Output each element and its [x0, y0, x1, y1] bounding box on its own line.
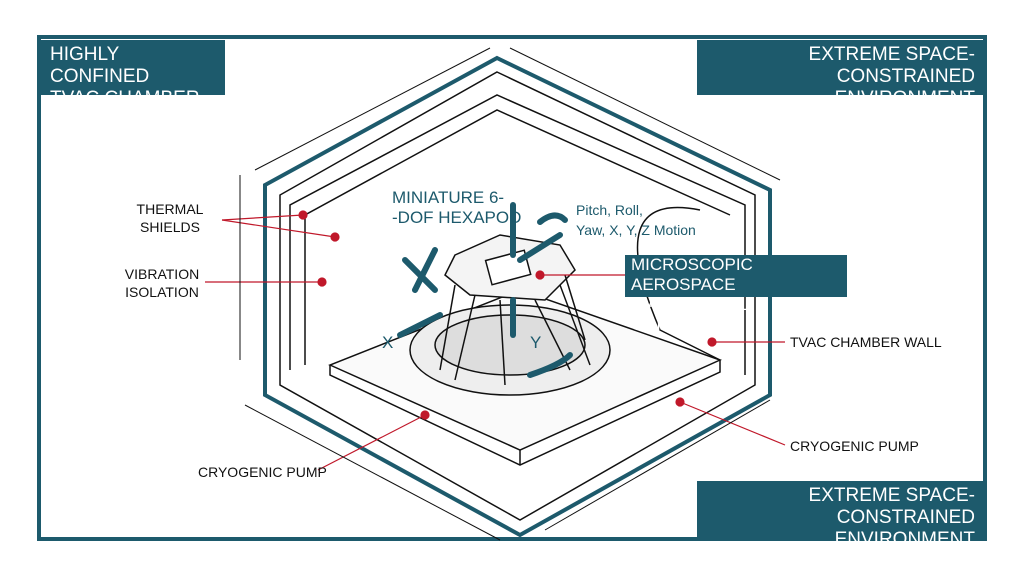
label-line: MINIATURE 6-: [392, 188, 505, 207]
motion-arrows: [397, 202, 573, 378]
label-vibration-isolation: VIBRATION ISOLATION: [112, 265, 212, 301]
axis-x-label: X: [382, 333, 394, 352]
label-cryo-pump-left: CRYOGENIC PUMP: [198, 464, 327, 480]
label-component: MICROSCOPIC AEROSPACE ISAC/OPTICAL COMPO…: [625, 255, 847, 334]
label-line: THERMAL: [136, 201, 204, 217]
label-line: ENVIRONMENT: [834, 88, 975, 109]
label-tvac-wall: TVAC CHAMBER WALL: [790, 334, 942, 350]
dimension-lines: [239, 47, 781, 541]
label-cryo-pump-right: CRYOGENIC PUMP: [790, 438, 919, 454]
label-line: EXTREME SPACE-CONSTRAINED: [808, 44, 975, 87]
label-line: ENVIRONMENT: [834, 529, 975, 550]
label-line: MICROSCOPIC AEROSPACE: [631, 255, 753, 294]
leader-lines: [205, 210, 786, 471]
label-line: HIGHLY CONFINED: [50, 44, 150, 87]
label-space-constrained-bottom: EXTREME SPACE-CONSTRAINED ENVIRONMENT: [697, 481, 985, 550]
label-motion: Pitch, Roll, Yaw, X, Y, Z Motion: [576, 200, 696, 240]
label-thermal-shields: THERMAL SHIELDS: [120, 200, 220, 236]
label-line: Pitch, Roll,: [576, 202, 643, 218]
label-hexapod: MINIATURE 6- -DOF HEXAPOD: [392, 188, 521, 228]
label-line: EXTREME SPACE-CONSTRAINED: [808, 485, 975, 528]
label-line: ISOLATION: [125, 284, 199, 300]
label-line: -DOF HEXAPOD: [392, 208, 522, 227]
label-space-constrained-top: EXTREME SPACE-CONSTRAINED ENVIRONMENT: [697, 40, 985, 109]
label-line: SHIELDS: [140, 219, 200, 235]
axis-y-label: Y: [530, 333, 542, 352]
label-line: ISAC/OPTICAL COMPONENT: [631, 295, 748, 334]
label-line: TVAC CHAMBER: [50, 88, 200, 109]
frame-border: [37, 35, 987, 541]
label-line: VIBRATION: [124, 266, 200, 282]
label-highly-confined: HIGHLY CONFINED TVAC CHAMBER: [40, 40, 225, 109]
label-line: Yaw, X, Y, Z Motion: [576, 222, 696, 238]
